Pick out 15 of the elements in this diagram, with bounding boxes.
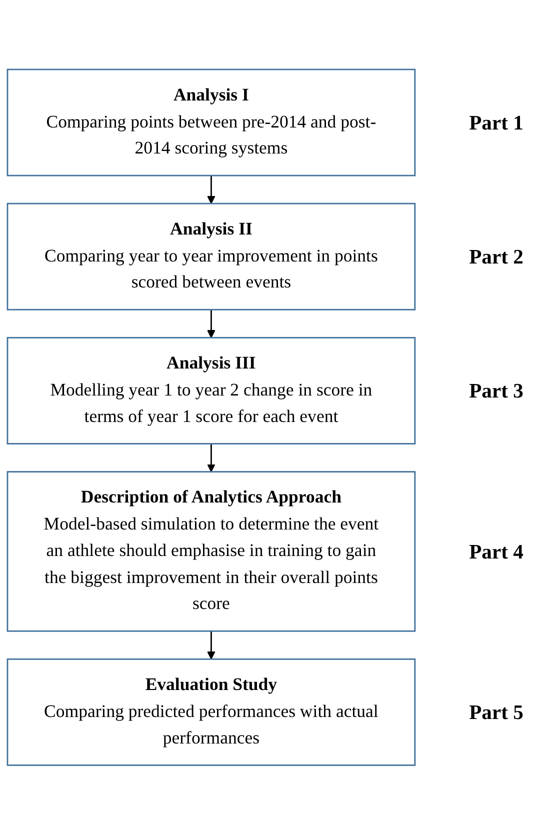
arrow — [207, 631, 216, 660]
node-box — [6, 68, 416, 176]
node-box — [6, 337, 416, 445]
node-label: Part 4 — [469, 540, 524, 564]
node-label: Part 3 — [469, 379, 524, 403]
arrow — [207, 444, 216, 472]
arrow — [207, 176, 216, 204]
node-box — [6, 658, 416, 766]
node-box — [6, 203, 416, 310]
node-label: Part 2 — [469, 245, 524, 268]
node-box — [6, 471, 416, 632]
node-label: Part 5 — [469, 700, 524, 724]
node-label: Part 1 — [469, 110, 524, 134]
flowchart: Analysis I Comparing points between pre-2014 and post-2014 scoring systems Part 1 Analysis II Comparing year to year improvement in points scored between events Part 2 Analysis III Modelling year 1 to year 2 change in score in terms of year 1 score for each event Part 3 Description of Analytics Approach Model-based simulation to determine the event an athlete should emphasise in training to gain the biggest improvement in their overall points score Part 4 Evaluation Study Comparing predicted performances with actual performances Part 5 — [0, 62, 557, 773]
arrow — [207, 310, 216, 338]
